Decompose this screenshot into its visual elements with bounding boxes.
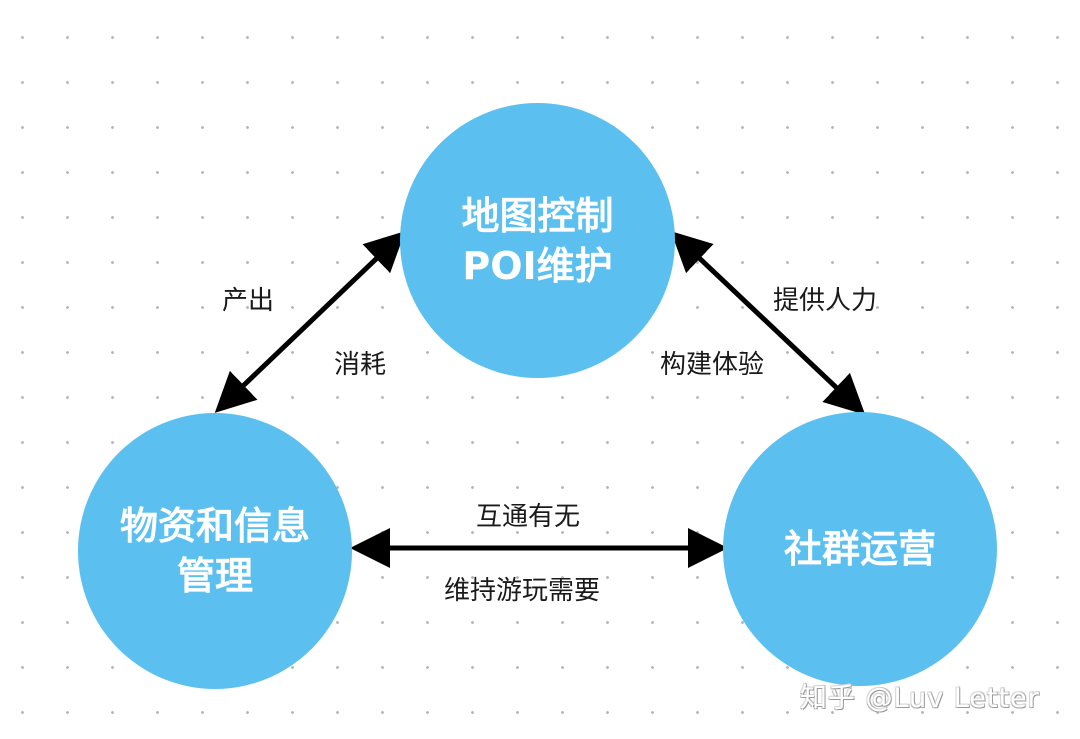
edge-label-exchange: 互通有无 <box>476 502 581 532</box>
arrow-map-supply <box>214 231 406 413</box>
watermark: 知乎 @Luv Letter <box>800 683 1040 714</box>
node-label-line: 管理 <box>176 554 253 598</box>
edge-label-consume: 消耗 <box>334 350 387 380</box>
node-label-line: POI维护 <box>462 243 613 288</box>
node-map-control: 地图控制 POI维护 <box>400 103 675 378</box>
node-label-line: 社群运营 <box>783 527 936 571</box>
edge-label-produce: 产出 <box>222 286 275 316</box>
edge-label-build-experience: 构建体验 <box>660 350 765 380</box>
node-community: 社群运营 <box>723 412 997 686</box>
arrow-map-community <box>670 231 866 415</box>
node-label-line: 地图控制 <box>461 193 614 238</box>
edge-label-sustain-play: 维持游玩需要 <box>444 576 601 606</box>
node-supply-info: 物资和信息 管理 <box>78 413 352 689</box>
edge-label-provide-manpower: 提供人力 <box>773 286 878 316</box>
node-label-line: 物资和信息 <box>119 504 310 548</box>
